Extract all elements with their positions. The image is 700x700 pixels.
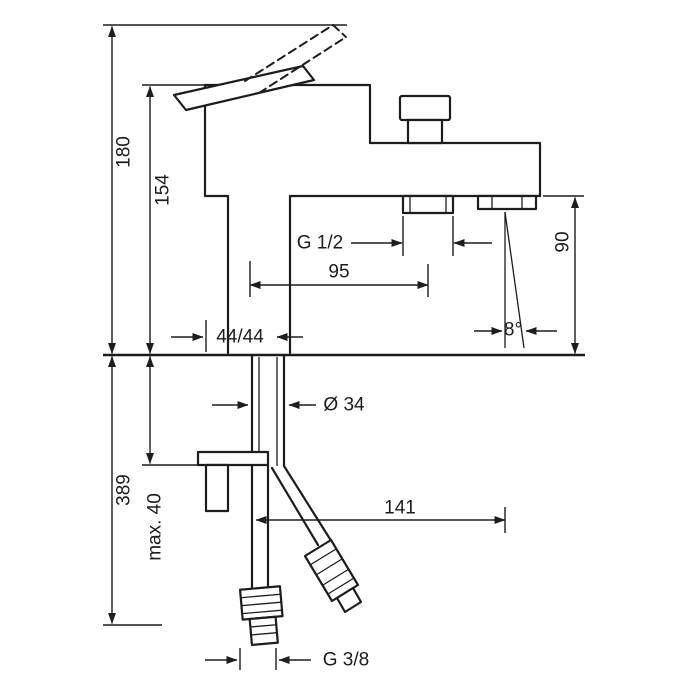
base-depth-label: 44/44	[216, 327, 264, 348]
dim-spray-angle: 8°	[474, 211, 557, 349]
dim-body-height: 154	[142, 84, 212, 354]
faucet-body	[203, 83, 542, 355]
shower-outlet-stub	[401, 194, 455, 215]
faucet-outline	[103, 24, 585, 647]
diverter-neck	[406, 118, 444, 145]
faucet-body-left-edge	[203, 83, 230, 355]
spout-height-label: 90	[553, 231, 574, 252]
hose-vertical	[238, 464, 284, 647]
lever-handle-raised-dashed	[244, 24, 347, 94]
dim-shower-outlet-thread: G 1/2	[297, 216, 492, 256]
dim-spout-height: 90	[543, 195, 584, 354]
hose-reach-label: 141	[384, 498, 416, 519]
dim-total-height: 180	[103, 24, 347, 354]
dimension-annotations: 180 154 90 G 1/2 95	[103, 24, 584, 671]
outlet-spacing-label: 95	[328, 262, 349, 283]
lever-handle	[172, 64, 316, 112]
dim-outlet-spacing: 95	[249, 261, 429, 297]
shank-diameter-label: Ø 34	[323, 395, 365, 416]
mounting-shank	[196, 353, 286, 513]
hose-angled-connector	[303, 538, 363, 614]
body-height-label: 154	[153, 174, 174, 206]
below-deck-length-label: 389	[114, 474, 135, 506]
dim-max-deck-thickness: max. 40	[142, 356, 202, 561]
spout-aerator	[476, 194, 538, 211]
hose-angled	[270, 464, 363, 614]
dim-base-depth: 44/44	[171, 320, 303, 352]
dim-hose-thread: G 3/8	[205, 648, 369, 671]
spray-angle-label: 8°	[504, 320, 522, 341]
max-deck-thickness-label: max. 40	[145, 493, 166, 561]
mounting-stud	[204, 463, 230, 513]
total-height-label: 180	[114, 136, 135, 168]
dim-shank-diameter: Ø 34	[212, 395, 365, 416]
shower-outlet-thread-label: G 1/2	[297, 233, 343, 254]
dim-below-deck-length: 389	[103, 356, 162, 626]
diverter-knob	[398, 94, 452, 122]
mounting-nut	[196, 450, 270, 467]
hose-vertical-connector	[238, 585, 284, 647]
dim-hose-reach: 141	[255, 498, 506, 533]
hose-thread-label: G 3/8	[323, 650, 369, 671]
